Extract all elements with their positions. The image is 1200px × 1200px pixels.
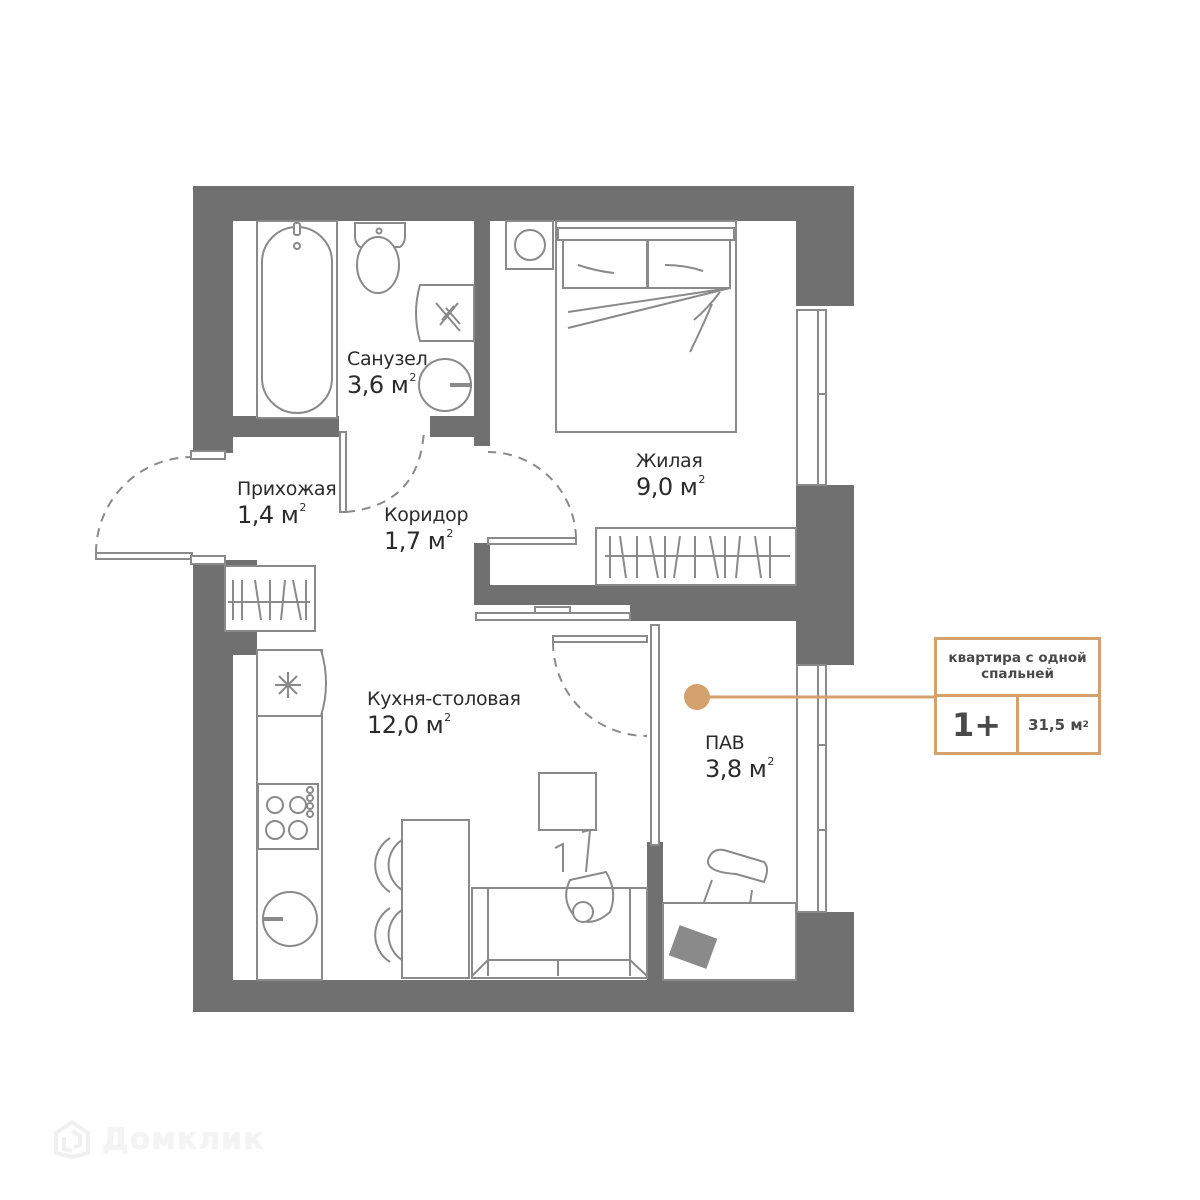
pav-furniture bbox=[662, 848, 797, 981]
watermark-text: Домклик bbox=[102, 1121, 265, 1157]
bathroom-fixtures bbox=[256, 220, 475, 419]
tv bbox=[475, 606, 631, 621]
kitchen-furniture bbox=[256, 649, 648, 981]
room-area: 3,6 м2 bbox=[347, 370, 416, 399]
bedroom-furniture bbox=[505, 220, 797, 586]
hall-wardrobe bbox=[224, 565, 316, 632]
room-area: 1,7 м2 bbox=[384, 526, 453, 555]
room-label-bedroom: Жилая 9,0 м2 bbox=[636, 450, 705, 501]
room-name: Коридор bbox=[384, 504, 469, 526]
room-label-kitchen: Кухня-столовая 12,0 м2 bbox=[367, 688, 521, 739]
room-area: 9,0 м2 bbox=[636, 472, 705, 501]
legend-title: квартира с одной спальней bbox=[937, 640, 1098, 697]
room-label-pav: ПАВ 3,8 м2 bbox=[705, 732, 774, 783]
pav-marker bbox=[684, 684, 935, 710]
room-label-hallway: Прихожая 1,4 м2 bbox=[237, 478, 337, 529]
room-label-bathroom: Санузел 3,6 м2 bbox=[347, 348, 428, 399]
room-area: 3,8 м2 bbox=[705, 754, 774, 783]
windows bbox=[796, 309, 827, 913]
room-name: Санузел bbox=[347, 348, 428, 370]
domclick-house-icon bbox=[54, 1120, 90, 1159]
room-label-corridor: Коридор 1,7 м2 bbox=[384, 504, 469, 555]
watermark: Домклик bbox=[50, 1117, 265, 1161]
doors bbox=[95, 429, 660, 846]
room-name: ПАВ bbox=[705, 732, 745, 754]
legend-type: 1+ bbox=[937, 697, 1019, 752]
room-name: Прихожая bbox=[237, 478, 337, 500]
room-area: 1,4 м2 bbox=[237, 500, 306, 529]
walls bbox=[193, 186, 854, 1012]
room-name: Кухня-столовая bbox=[367, 688, 521, 710]
room-area: 12,0 м2 bbox=[367, 710, 451, 739]
room-name: Жилая bbox=[636, 450, 703, 472]
